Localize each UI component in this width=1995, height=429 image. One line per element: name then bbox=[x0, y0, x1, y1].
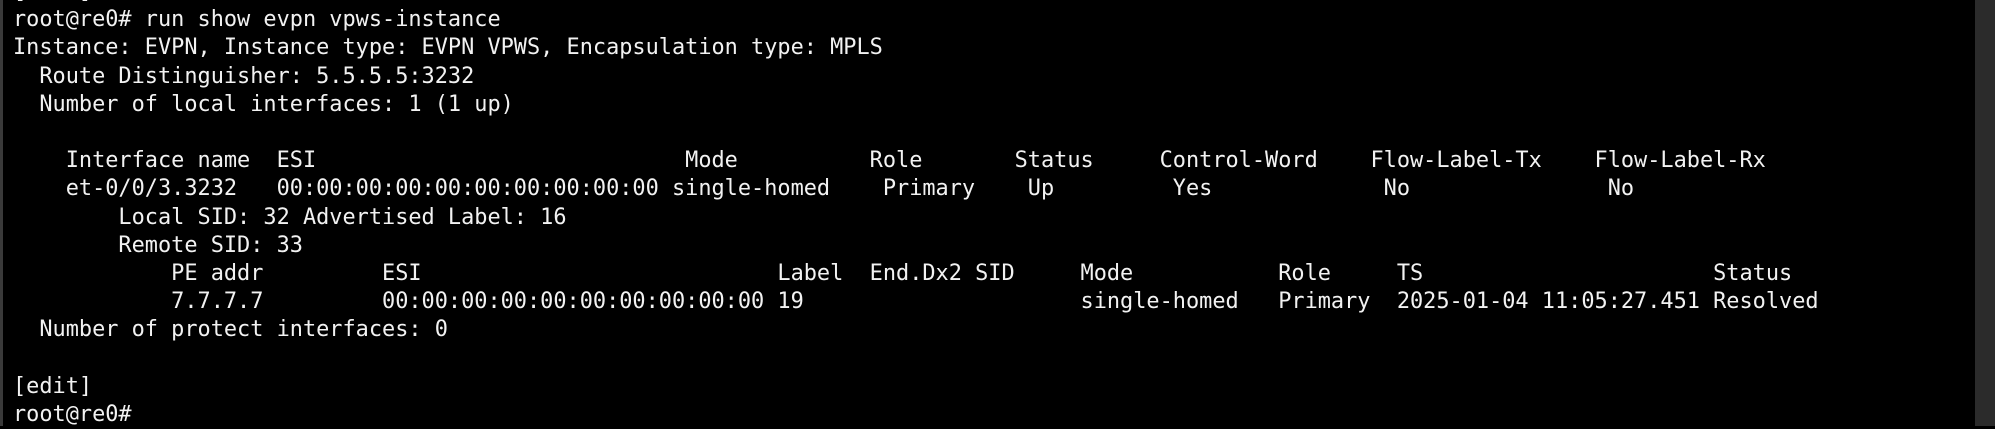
terminal-line: et-0/0/3.3232 00:00:00:00:00:00:00:00:00… bbox=[13, 176, 1635, 202]
terminal-line: Remote SID: 33 bbox=[13, 232, 303, 258]
terminal-line: [edit] bbox=[13, 0, 1971, 6]
terminal-line: Number of local interfaces: 1 (1 up) bbox=[13, 91, 514, 117]
terminal-line bbox=[13, 344, 1971, 372]
terminal-line: root@re0# bbox=[13, 401, 145, 427]
terminal-line: [edit] bbox=[13, 373, 93, 399]
terminal-line: 7.7.7.7 00:00:00:00:00:00:00:00:00:00 19… bbox=[13, 289, 1819, 315]
terminal-line: Instance: EVPN, Instance type: EVPN VPWS… bbox=[13, 35, 883, 61]
terminal-output[interactable]: [edit]root@re0# run show evpn vpws-insta… bbox=[13, 0, 1971, 429]
terminal-line: Number of protect interfaces: 0 bbox=[13, 317, 448, 343]
terminal-line bbox=[13, 119, 1971, 147]
vertical-scrollbar[interactable] bbox=[1975, 0, 1995, 426]
terminal-line: Interface name ESI Mode Role Status Cont… bbox=[13, 148, 1766, 174]
terminal-line: Route Distinguisher: 5.5.5.5:3232 bbox=[13, 63, 475, 89]
terminal-line: Local SID: 32 Advertised Label: 16 bbox=[13, 204, 567, 230]
terminal-line: root@re0# run show evpn vpws-instance bbox=[13, 7, 501, 33]
window-left-border bbox=[0, 0, 3, 426]
terminal-line: PE addr ESI Label End.Dx2 SID Mode Role … bbox=[13, 260, 1793, 286]
scrollbar-thumb[interactable] bbox=[1979, 0, 1991, 426]
